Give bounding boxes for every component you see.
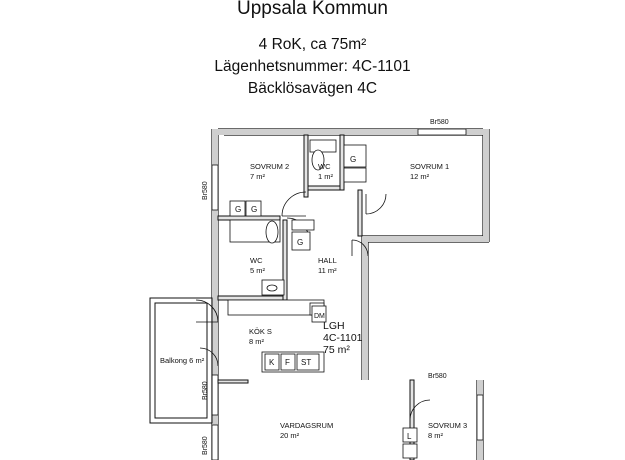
page-title: Uppsala Kommun [236,0,389,19]
window-label-top: Br580 [430,119,449,126]
room-sovrum1-area: 12 m² [410,172,430,181]
fixture-g: G [297,238,303,247]
address: Bäcklösavägen 4C [247,80,378,97]
room-kok-area: 8 m² [249,337,265,346]
window-label-left-upper: Br580 [202,181,209,200]
apartment-size: 4 RoK, ca 75m² [258,36,367,53]
room-sovrum1-name: SOVRUM 1 [410,162,449,171]
interior-walls [217,134,415,460]
fixture-f: F [285,358,290,367]
fixtures [227,139,418,459]
room-wc1-name: WC [318,162,331,171]
room-sovrum3-name: SOVRUM 3 [428,421,467,430]
balcony [149,297,213,424]
room-vardagsrum-name: VARDAGSRUM [280,421,333,430]
apartment-lgh-number: 4C-1101 [323,332,363,344]
room-hall-name: HALL [318,256,337,265]
apartment-lgh-label: LGH [323,320,345,332]
fixture-g: G [350,155,356,164]
room-sovrum2-name: SOVRUM 2 [250,162,289,171]
room-balkong: Balkong 6 m² [160,356,205,365]
room-wc2-area: 5 m² [250,266,266,275]
window-label-left-lower: Br580 [202,436,209,455]
room-sovrum2-area: 7 m² [250,172,266,181]
apartment-number: Lägenhetsnummer: 4C-1101 [214,58,411,75]
room-hall-area: 11 m² [318,266,337,275]
room-vardagsrum-area: 20 m² [280,431,300,440]
room-wc1-area: 1 m² [318,172,334,181]
fixture-g: G [235,205,241,214]
room-kok-name: KÖK S [249,327,272,336]
window-label-left-mid: Br580 [202,381,209,400]
fixture-k: K [269,358,275,367]
fixture-dm: DM [314,313,325,320]
room-wc2-name: WC [250,256,263,265]
fixture-g: G [251,205,257,214]
apartment-lgh-area: 75 m² [323,344,350,356]
room-sovrum3-area: 8 m² [428,431,444,440]
window-label-right-lower: Br580 [428,373,447,380]
fixture-st: ST [301,358,311,367]
fixture-l: L [407,432,412,441]
